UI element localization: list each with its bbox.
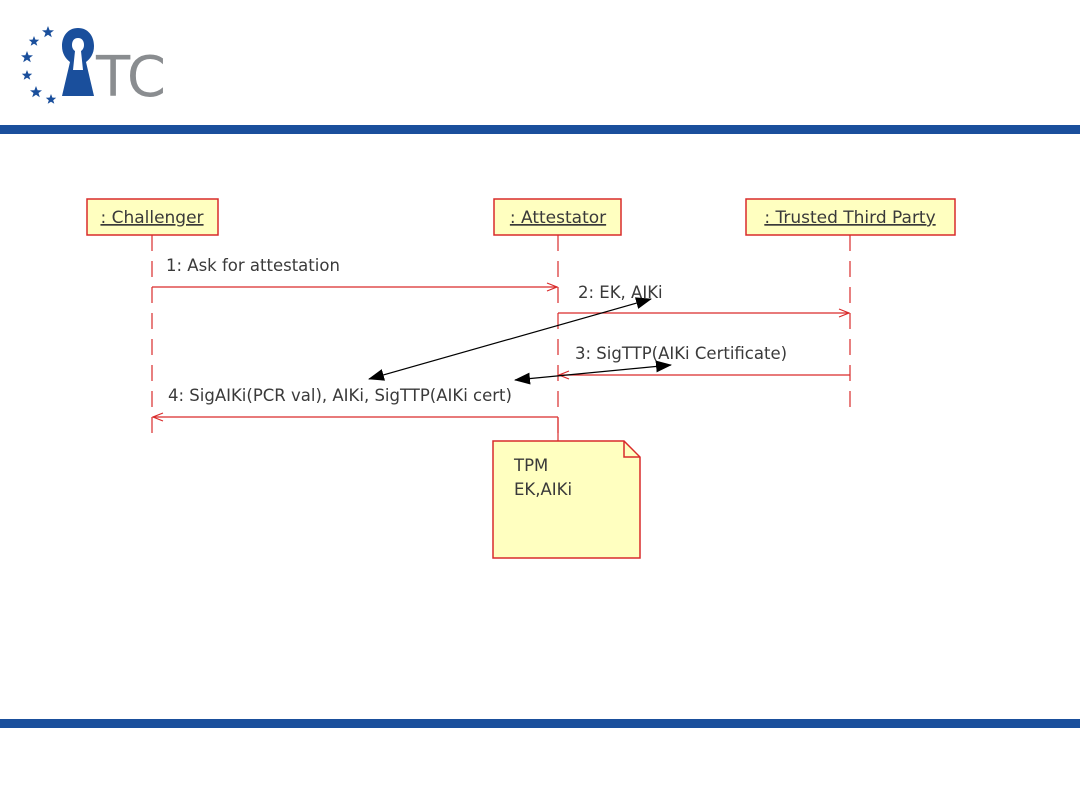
pointer-arrow-cert (514, 360, 672, 385)
message-3: 3: SigTTP(AIKi Certificate) (559, 344, 850, 375)
bottom-divider-bar (0, 719, 1080, 728)
tpm-note: TPM EK,AIKi (492, 418, 641, 559)
note-line-2: EK,AIKi (514, 480, 572, 499)
keyhole-slot-icon (72, 38, 84, 70)
lifeline-box-attestator (493, 198, 622, 236)
logo-text: TC (95, 45, 166, 110)
lifeline-box-challenger (86, 198, 219, 236)
note-line-1: TPM (513, 456, 548, 475)
lifeline-challenger: : Challenger (86, 198, 219, 442)
lifeline-label-attestator: : Attestator (510, 208, 606, 228)
itc-logo: TC (21, 26, 166, 110)
top-divider-bar (0, 125, 1080, 134)
star-icon (30, 86, 42, 98)
lifeline-attestator: : Attestator (493, 198, 622, 440)
lifeline-label-ttp: : Trusted Third Party (764, 208, 935, 228)
star-icon (45, 94, 57, 104)
message-label-1: 1: Ask for attestation (166, 256, 340, 275)
star-icon (28, 36, 40, 46)
star-icon (21, 51, 33, 63)
message-label-3: 3: SigTTP(AIKi Certificate) (575, 344, 787, 363)
note-box (492, 440, 641, 559)
star-icon-group (21, 26, 57, 104)
note-fold (623, 441, 640, 458)
message-1: 1: Ask for attestation (152, 256, 557, 287)
message-4: 4: SigAIKi(PCR val), AIKi, SigTTP(AIKi c… (153, 386, 558, 417)
message-2: 2: EK, AIKi (558, 283, 849, 313)
lifeline-ttp: : Trusted Third Party (745, 198, 956, 408)
message-label-4: 4: SigAIKi(PCR val), AIKi, SigTTP(AIKi c… (168, 386, 512, 405)
lifeline-label-challenger: : Challenger (100, 208, 203, 228)
message-label-2: 2: EK, AIKi (578, 283, 663, 302)
pointer-arrow-aiki (368, 297, 652, 381)
star-icon (21, 70, 33, 80)
star-icon (42, 26, 54, 38)
